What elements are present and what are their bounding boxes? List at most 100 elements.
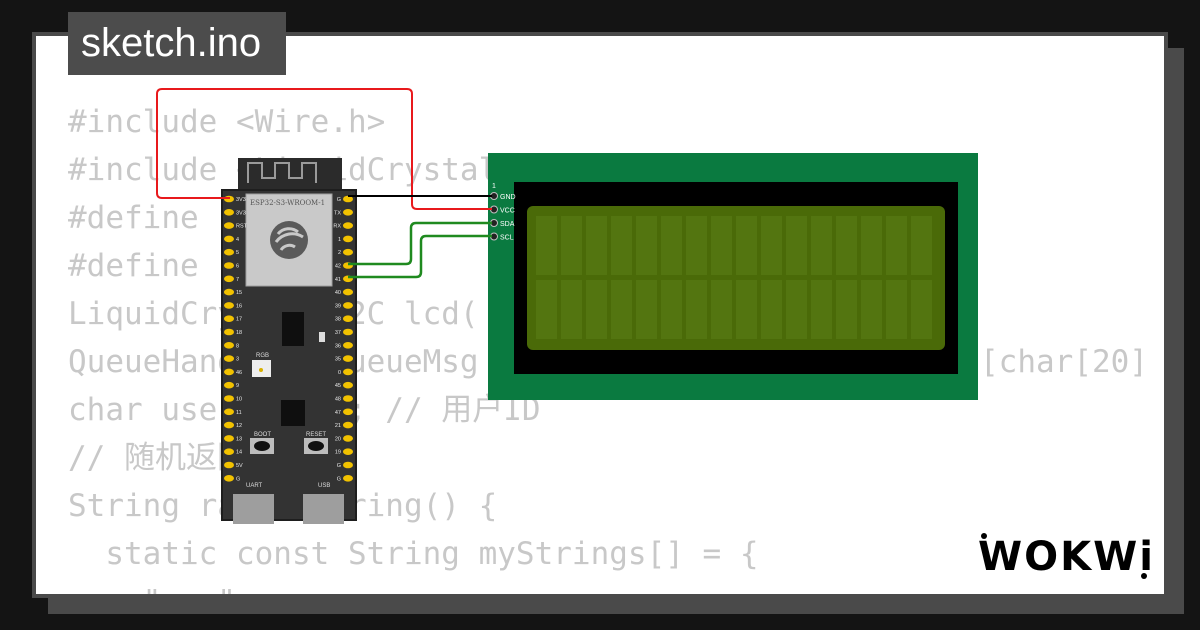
board-pin-right[interactable] (343, 435, 353, 442)
board-pin-left[interactable] (224, 302, 234, 309)
board-pin-label: 10 (236, 397, 242, 403)
board-pin-right[interactable] (343, 342, 353, 349)
board-pin-right[interactable] (343, 395, 353, 402)
lcd-character-cell (886, 216, 907, 275)
board-pin-left[interactable] (224, 328, 234, 336)
board-pin-left[interactable] (224, 315, 234, 323)
lcd-character-cell (711, 280, 732, 339)
code-line: "..." (68, 578, 759, 594)
board-pin-right[interactable] (343, 222, 353, 229)
usb-port[interactable] (303, 494, 344, 524)
lcd-pin-label: SDA (500, 221, 515, 228)
board-pin-label: 19 (335, 450, 341, 456)
board-pin-left[interactable] (224, 408, 234, 416)
board-pin-right[interactable] (343, 195, 353, 203)
board-pin-left[interactable] (224, 262, 234, 269)
board-pin-left[interactable] (224, 209, 234, 216)
board-pin-left[interactable] (224, 395, 234, 402)
board-pin-label: 1 (338, 237, 341, 243)
esp32-board[interactable]: ESP32-S3-WROOM-1 RGB BOOT RESET UART USB… (221, 158, 357, 524)
board-pin-label: 35 (335, 357, 341, 363)
wires (156, 88, 492, 279)
board-pin-label: G (337, 463, 341, 469)
lcd-character-cell (761, 216, 782, 275)
board-pin-left[interactable] (224, 342, 234, 349)
lcd-character-cell (536, 216, 557, 275)
board-pin-right[interactable] (343, 368, 353, 376)
lcd-character-cell (536, 280, 557, 339)
board-pin-headers: 3V33V3RST4567151617188346910111213145VGG… (224, 195, 353, 482)
board-pin-label: RST (236, 224, 248, 230)
board-pin-left[interactable] (224, 355, 234, 362)
uart-usb-port[interactable] (233, 494, 274, 524)
board-pin-right[interactable] (343, 381, 353, 389)
antenna-trace (247, 162, 317, 183)
board-pin-label: 3V3 (236, 210, 246, 216)
sda-wire[interactable] (348, 221, 492, 266)
wokwi-logo: WOKWi (978, 533, 1153, 580)
board-pin-label: 38 (335, 317, 341, 323)
code-fragment-right: [char[20] (980, 344, 1148, 380)
file-tab[interactable]: sketch.ino (68, 12, 286, 75)
board-pin-label: RX (333, 224, 341, 230)
board-pin-label: 46 (236, 370, 242, 376)
lcd-character-cell (661, 280, 682, 339)
board-pin-right[interactable] (343, 461, 353, 469)
board-pin-label: 0 (338, 370, 341, 376)
reset-button-cap (308, 441, 324, 451)
code-background: #include <Wire.h>#include <LiquidCrystal… (68, 98, 759, 594)
board-pin-left[interactable] (224, 248, 234, 256)
board-pin-label: 14 (236, 450, 242, 456)
board-pin-label: 11 (236, 410, 242, 416)
board-pin-right[interactable] (343, 448, 353, 456)
chip (282, 312, 304, 346)
board-pin-right[interactable] (343, 209, 353, 216)
board-pin-label: 3 (236, 357, 239, 363)
boot-label: BOOT (254, 432, 271, 438)
espressif-logo-icon (270, 221, 308, 259)
board-pin-left[interactable] (224, 435, 234, 442)
board-pin-left[interactable] (224, 461, 234, 469)
lcd-character-cell (736, 280, 757, 339)
board-pin-left[interactable] (224, 368, 234, 376)
board-pin-label: 20 (335, 436, 341, 442)
board-pin-label: G (337, 197, 341, 203)
uart-label: UART (246, 483, 263, 489)
board-pin-right[interactable] (343, 328, 353, 336)
board-pin-right[interactable] (343, 475, 353, 482)
board-pin-label: 3V3 (236, 197, 246, 203)
board-pin-left[interactable] (224, 381, 234, 389)
board-pin-label: 6 (236, 264, 239, 270)
board-pin-label: 41 (335, 277, 341, 283)
lcd-character-cell (561, 216, 582, 275)
board-pin-left[interactable] (224, 288, 234, 296)
board-pin-left[interactable] (224, 235, 234, 243)
scl-wire[interactable] (348, 234, 492, 279)
vcc-wire[interactable] (156, 88, 492, 210)
lcd-character-cell (561, 280, 582, 339)
lcd-character-cell (911, 280, 932, 339)
rgb-label: RGB (256, 353, 269, 359)
board-pin-left[interactable] (224, 475, 234, 482)
board-pin-left[interactable] (224, 448, 234, 456)
code-line: #define (68, 200, 199, 236)
lcd-pin-label: SCL (500, 235, 514, 242)
code-line: #define (68, 248, 199, 284)
lcd-character-cell (611, 216, 632, 275)
board-pin-right[interactable] (343, 408, 353, 416)
board-pin-right[interactable] (343, 355, 353, 362)
board-pin-left[interactable] (224, 421, 234, 429)
lcd-character-cell (636, 216, 657, 275)
board-pin-right[interactable] (343, 421, 353, 429)
lcd-character-cell (761, 280, 782, 339)
board-pin-right[interactable] (343, 235, 353, 243)
board-pin-right[interactable] (343, 315, 353, 323)
board-pin-label: 47 (335, 410, 341, 416)
board-pin-left[interactable] (224, 222, 234, 229)
board-pin-right[interactable] (343, 302, 353, 309)
lcd-character-cell (861, 216, 882, 275)
board-pin-right[interactable] (343, 288, 353, 296)
board-pin-left[interactable] (224, 275, 234, 283)
board-pin-right[interactable] (343, 248, 353, 256)
